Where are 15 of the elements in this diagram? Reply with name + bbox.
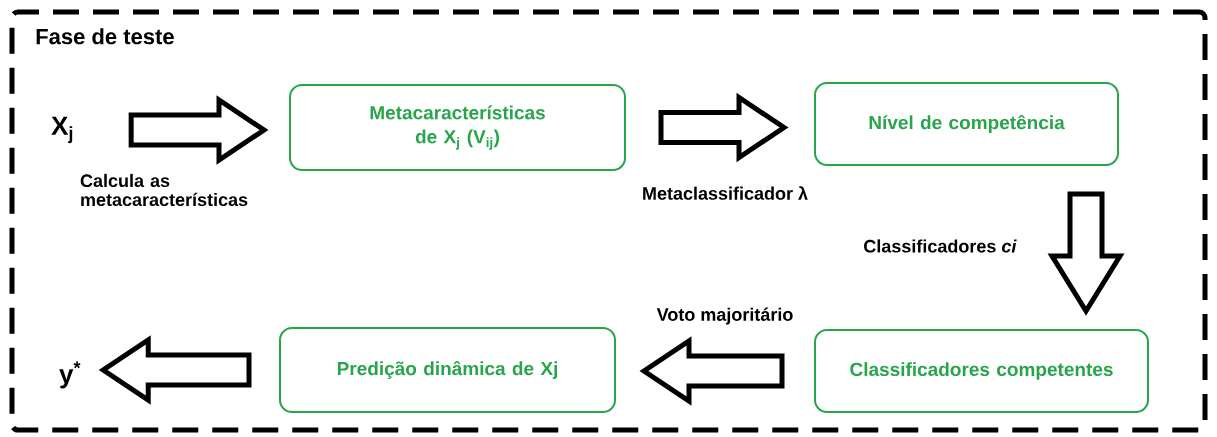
- edge-label: Classificadores ci: [864, 239, 1017, 253]
- variable-label: X$_{j}$: [51, 116, 73, 144]
- process-box: Metacaracterísticas de X$_{j}$ (V$_{ij}$): [289, 84, 626, 171]
- block-arrow: [639, 336, 785, 406]
- process-box: Classificadores competentes: [814, 329, 1149, 413]
- process-box: Predição dinâmica de Xj: [279, 327, 616, 413]
- block-arrow: [98, 335, 252, 405]
- edge-label: Voto majoritário: [656, 307, 793, 325]
- edge-label: Metaclassificador λ: [643, 186, 808, 200]
- block-arrow: [1047, 191, 1125, 316]
- process-box: Nível de competência: [814, 82, 1119, 166]
- edge-label: Calcula as metacaracterísticas: [80, 173, 248, 207]
- block-arrow: [658, 92, 789, 163]
- variable-label: y$^{*}$: [59, 361, 81, 389]
- block-arrow: [128, 95, 269, 165]
